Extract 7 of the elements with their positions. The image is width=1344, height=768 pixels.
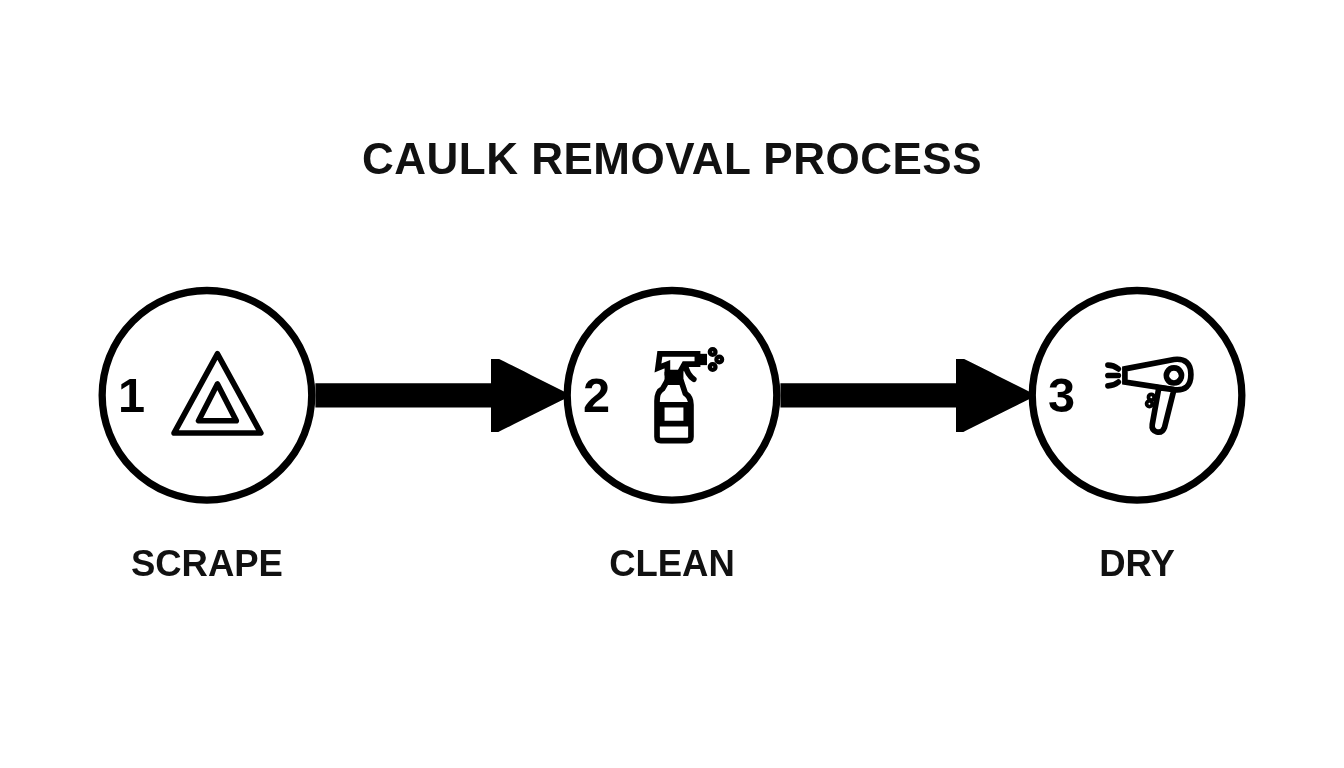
step-label: SCRAPE: [130, 542, 283, 584]
step-number: 3: [1048, 368, 1076, 423]
step-label: CLEAN: [609, 542, 735, 584]
step-number: 1: [117, 368, 146, 423]
diagram-title: CAULK REMOVAL PROCESS: [361, 134, 982, 184]
step-label: DRY: [1099, 542, 1175, 584]
step-number: 2: [583, 368, 611, 423]
